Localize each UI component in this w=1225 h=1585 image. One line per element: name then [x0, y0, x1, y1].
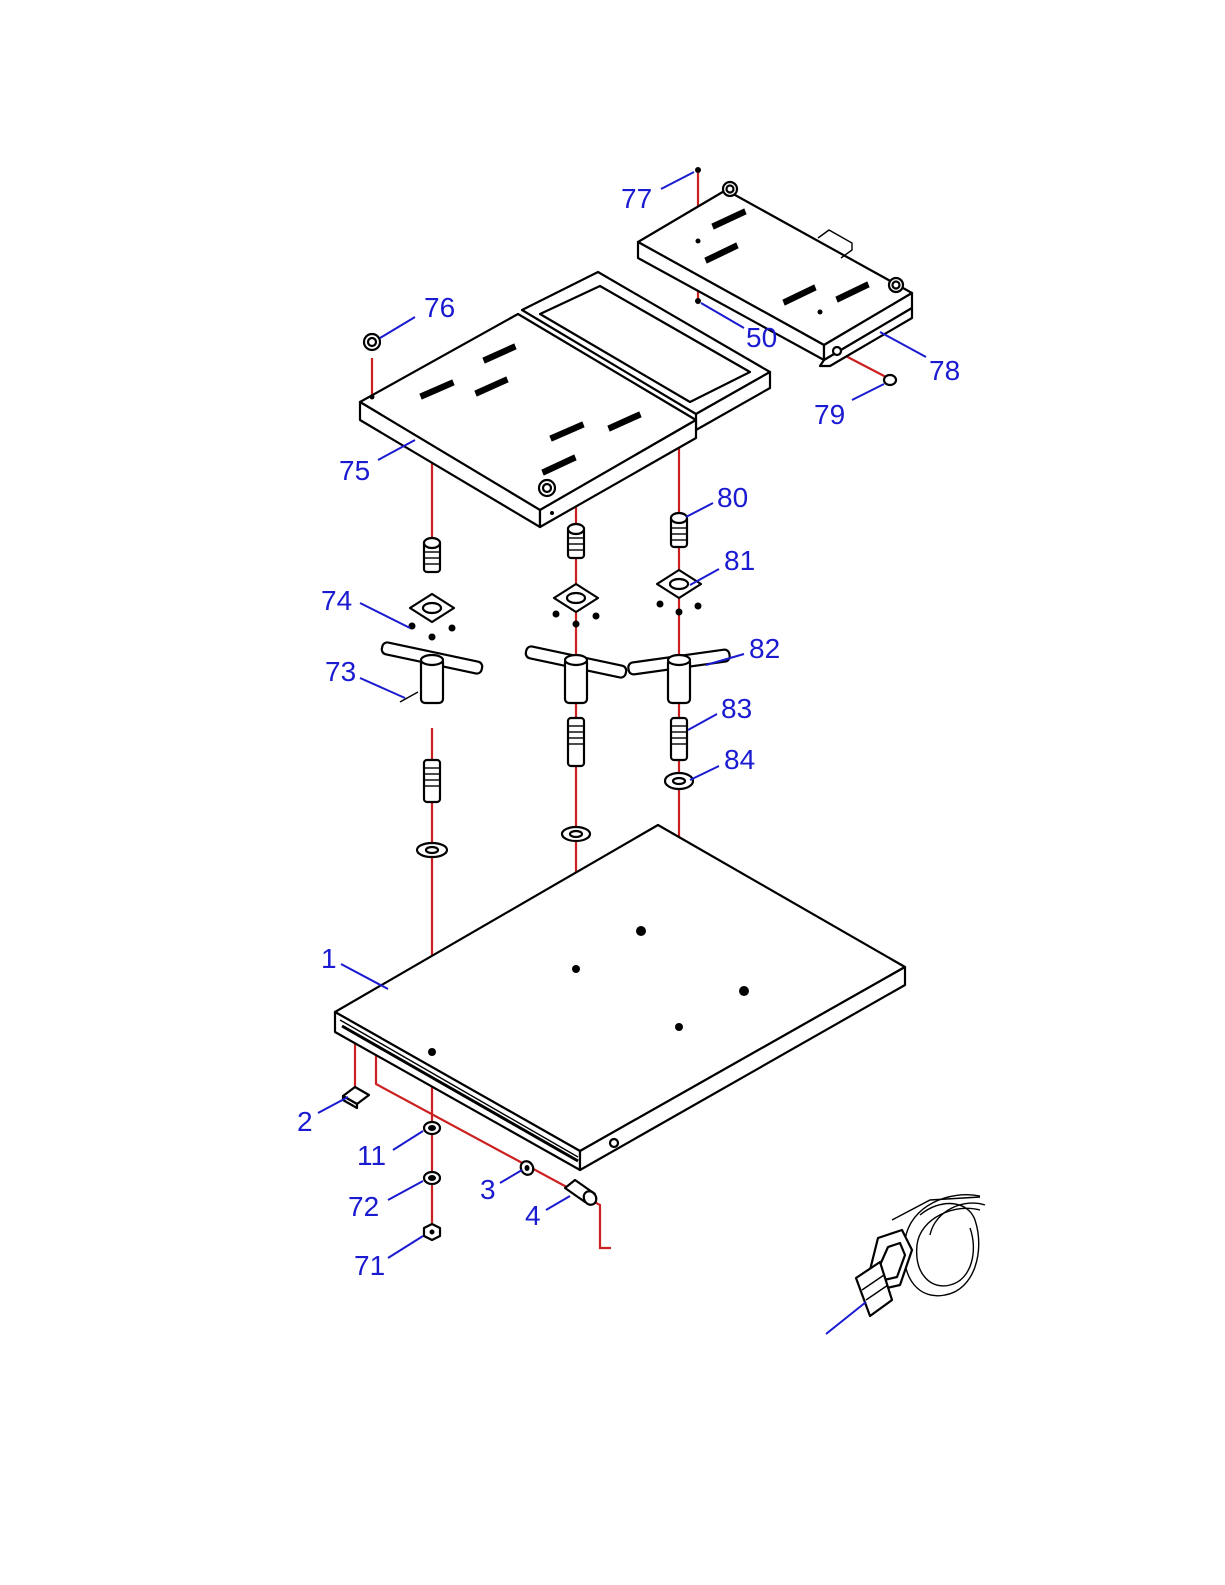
- callout-73: 73: [325, 656, 356, 687]
- callout-1: 1: [321, 943, 337, 974]
- callout-77: 77: [621, 183, 652, 214]
- callout-76: 76: [424, 292, 455, 323]
- callout-72: 72: [348, 1191, 379, 1222]
- callout-4: 4: [525, 1200, 541, 1231]
- slide-tray: [360, 272, 770, 527]
- callout-79: 79: [814, 399, 845, 430]
- callout-3: 3: [480, 1174, 496, 1205]
- callout-82: 82: [749, 633, 780, 664]
- base-plate: [335, 825, 905, 1170]
- ratchet-strap: [856, 1195, 985, 1316]
- callout-2: 2: [297, 1106, 313, 1137]
- callout-83: 83: [721, 693, 752, 724]
- callout-11: 11: [357, 1140, 386, 1171]
- callout-74: 74: [321, 585, 352, 616]
- callout-84: 84: [724, 744, 755, 775]
- callout-80: 80: [717, 482, 748, 513]
- callout-81: 81: [724, 545, 755, 576]
- callout-78: 78: [929, 355, 960, 386]
- callout-50: 50: [746, 322, 777, 353]
- callout-75: 75: [339, 455, 370, 486]
- callout-71: 71: [354, 1250, 385, 1281]
